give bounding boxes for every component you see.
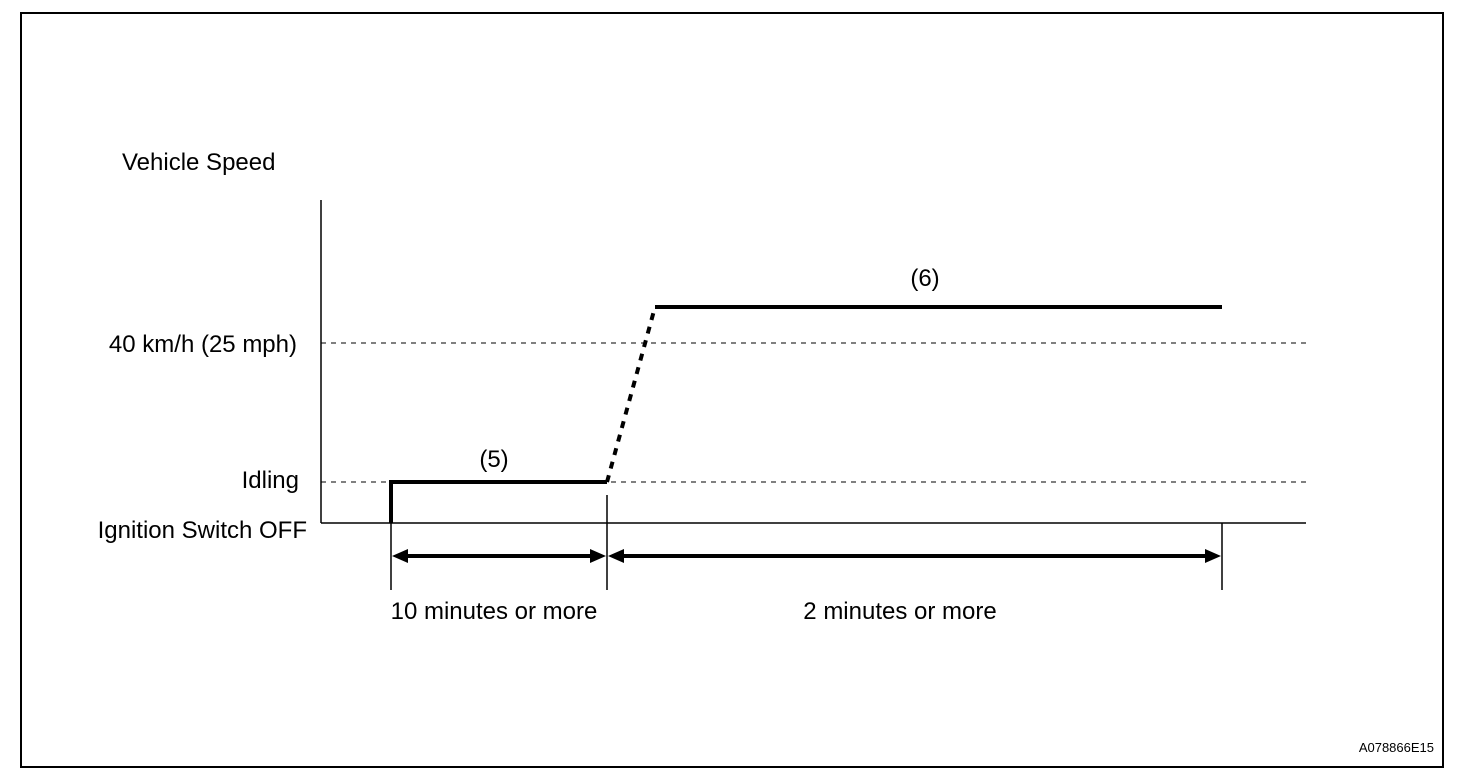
arrowhead-second-left xyxy=(608,549,624,563)
figure-id: A078866E15 xyxy=(1359,740,1434,755)
figure-frame xyxy=(20,12,1444,768)
speed-40-label: 40 km/h (25 mph) xyxy=(109,331,297,358)
duration-first-label: 10 minutes or more xyxy=(391,598,598,625)
step-6-label: (6) xyxy=(910,265,939,292)
idling-label: Idling xyxy=(242,467,299,494)
duration-second-label: 2 minutes or more xyxy=(803,598,996,625)
ignition-off-label: Ignition Switch OFF xyxy=(98,517,307,544)
arrowhead-first-right xyxy=(590,549,606,563)
idling-profile-line xyxy=(389,480,607,523)
arrowhead-second-right xyxy=(1205,549,1221,563)
acceleration-dotted-line xyxy=(605,306,657,483)
arrowhead-first-left xyxy=(392,549,408,563)
step-5-label: (5) xyxy=(479,446,508,473)
y-axis-title: Vehicle Speed xyxy=(122,149,275,176)
